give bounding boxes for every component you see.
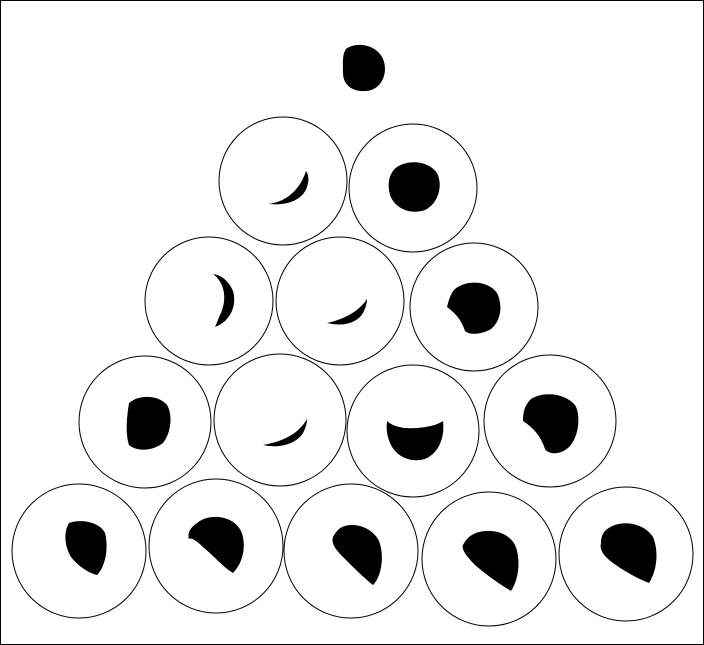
circle-r4-c2 (148, 478, 284, 614)
circle-r4-c3 (283, 483, 419, 619)
blob-mark (332, 525, 382, 585)
blob-mark (126, 396, 171, 450)
circle-r2-c2 (275, 236, 405, 366)
apex-blob (342, 44, 385, 92)
circle-r3-c2 (213, 353, 347, 487)
blob-mark (523, 394, 579, 454)
circle-r3-c4 (483, 354, 617, 488)
half-moon-mark (386, 421, 444, 461)
blob-mark (447, 282, 501, 334)
crescent-mark (213, 274, 235, 327)
blob-mark (188, 516, 244, 573)
circle-r3-c1 (78, 355, 212, 489)
crescent-mark (269, 171, 309, 205)
blob-mark (600, 523, 657, 583)
blob-mark (388, 162, 440, 212)
circle-r3-c3 (346, 364, 480, 498)
circle-r1-c1 (218, 116, 348, 246)
circle-r1-c2 (348, 123, 478, 253)
crescent-mark (327, 299, 367, 325)
circle-r4-c4 (421, 491, 557, 627)
circle-r2-c1 (144, 236, 274, 366)
crescent-mark (263, 419, 307, 447)
circle-r2-c3 (409, 242, 539, 372)
circle-r4-c5 (558, 486, 694, 622)
blob-mark (462, 530, 519, 591)
circle-r4-c1 (11, 483, 147, 619)
blob-mark (65, 521, 107, 575)
